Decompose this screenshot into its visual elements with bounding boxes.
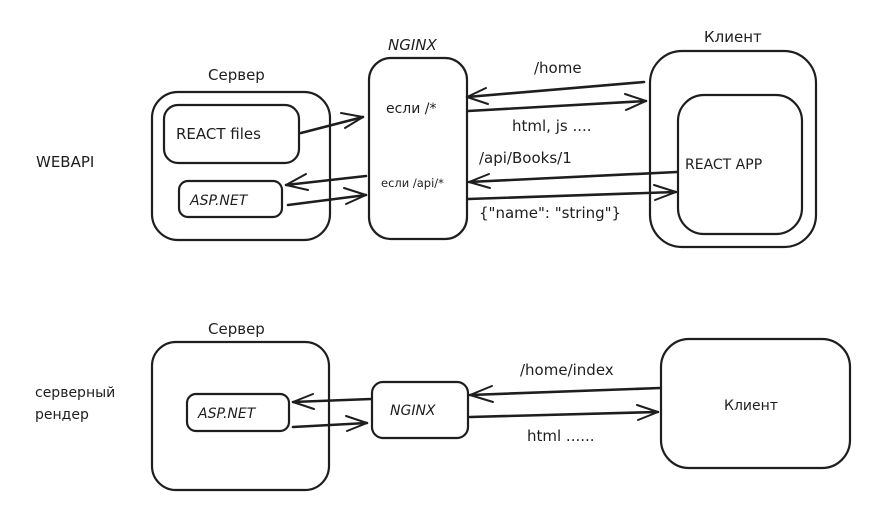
edge-label-api-books: /api/Books/1 bbox=[479, 149, 572, 167]
aspnet-label-top: ASP.NET bbox=[189, 193, 249, 209]
aspnet-box-top bbox=[177, 179, 284, 219]
section-label-server-render-line1: серверный bbox=[35, 385, 115, 401]
arrow-nginx-to-aspnet bbox=[284, 173, 368, 191]
edge-label-json: {"name": "string"} bbox=[479, 204, 621, 222]
nginx-box-top bbox=[367, 56, 469, 241]
arrow-client-to-nginx-home bbox=[465, 80, 646, 105]
arrow-nginx-to-react-app-json bbox=[466, 184, 678, 201]
react-app-label: REACT APP bbox=[685, 157, 762, 173]
arrow-nginx-to-client-html bbox=[468, 404, 660, 421]
react-files-box bbox=[162, 103, 301, 165]
arrow-nginx-to-aspnet-bottom bbox=[291, 393, 373, 410]
edge-label-html: html ...... bbox=[527, 427, 595, 445]
nginx-box-bottom bbox=[370, 380, 470, 440]
arrow-react-app-to-nginx-api bbox=[467, 170, 679, 189]
edge-label-html-js: html, js .... bbox=[512, 117, 592, 135]
nginx-title-bottom: NGINX bbox=[390, 403, 436, 419]
arrow-nginx-to-client-html-js bbox=[466, 93, 648, 113]
client-title-top: Клиент bbox=[704, 28, 762, 46]
nginx-title-top: NGINX bbox=[388, 36, 437, 54]
aspnet-label-bottom: ASP.NET bbox=[197, 406, 257, 422]
arrow-aspnet-to-nginx bbox=[286, 187, 368, 207]
arrow-client-to-nginx-home-index bbox=[468, 385, 662, 403]
nginx-rule-api: если /api/* bbox=[381, 176, 444, 190]
client-title-bottom: Клиент bbox=[724, 398, 778, 414]
react-files-label: REACT files bbox=[176, 125, 261, 143]
client-box-bottom bbox=[659, 337, 852, 470]
react-app-box bbox=[676, 93, 804, 236]
server-title-top: Сервер bbox=[208, 66, 265, 84]
aspnet-box-bottom bbox=[185, 392, 291, 433]
section-label-webapi: WEBAPI bbox=[36, 153, 94, 171]
section-label-server-render-line2: рендер bbox=[35, 407, 89, 423]
server-title-bottom: Сервер bbox=[208, 320, 265, 338]
edge-label-home: /home bbox=[534, 59, 582, 77]
nginx-rule-root: если /* bbox=[386, 101, 437, 117]
arrow-aspnet-to-nginx-bottom bbox=[291, 415, 369, 432]
edge-label-home-index: /home/index bbox=[520, 361, 614, 379]
arrow-react-files-to-nginx bbox=[299, 112, 365, 135]
